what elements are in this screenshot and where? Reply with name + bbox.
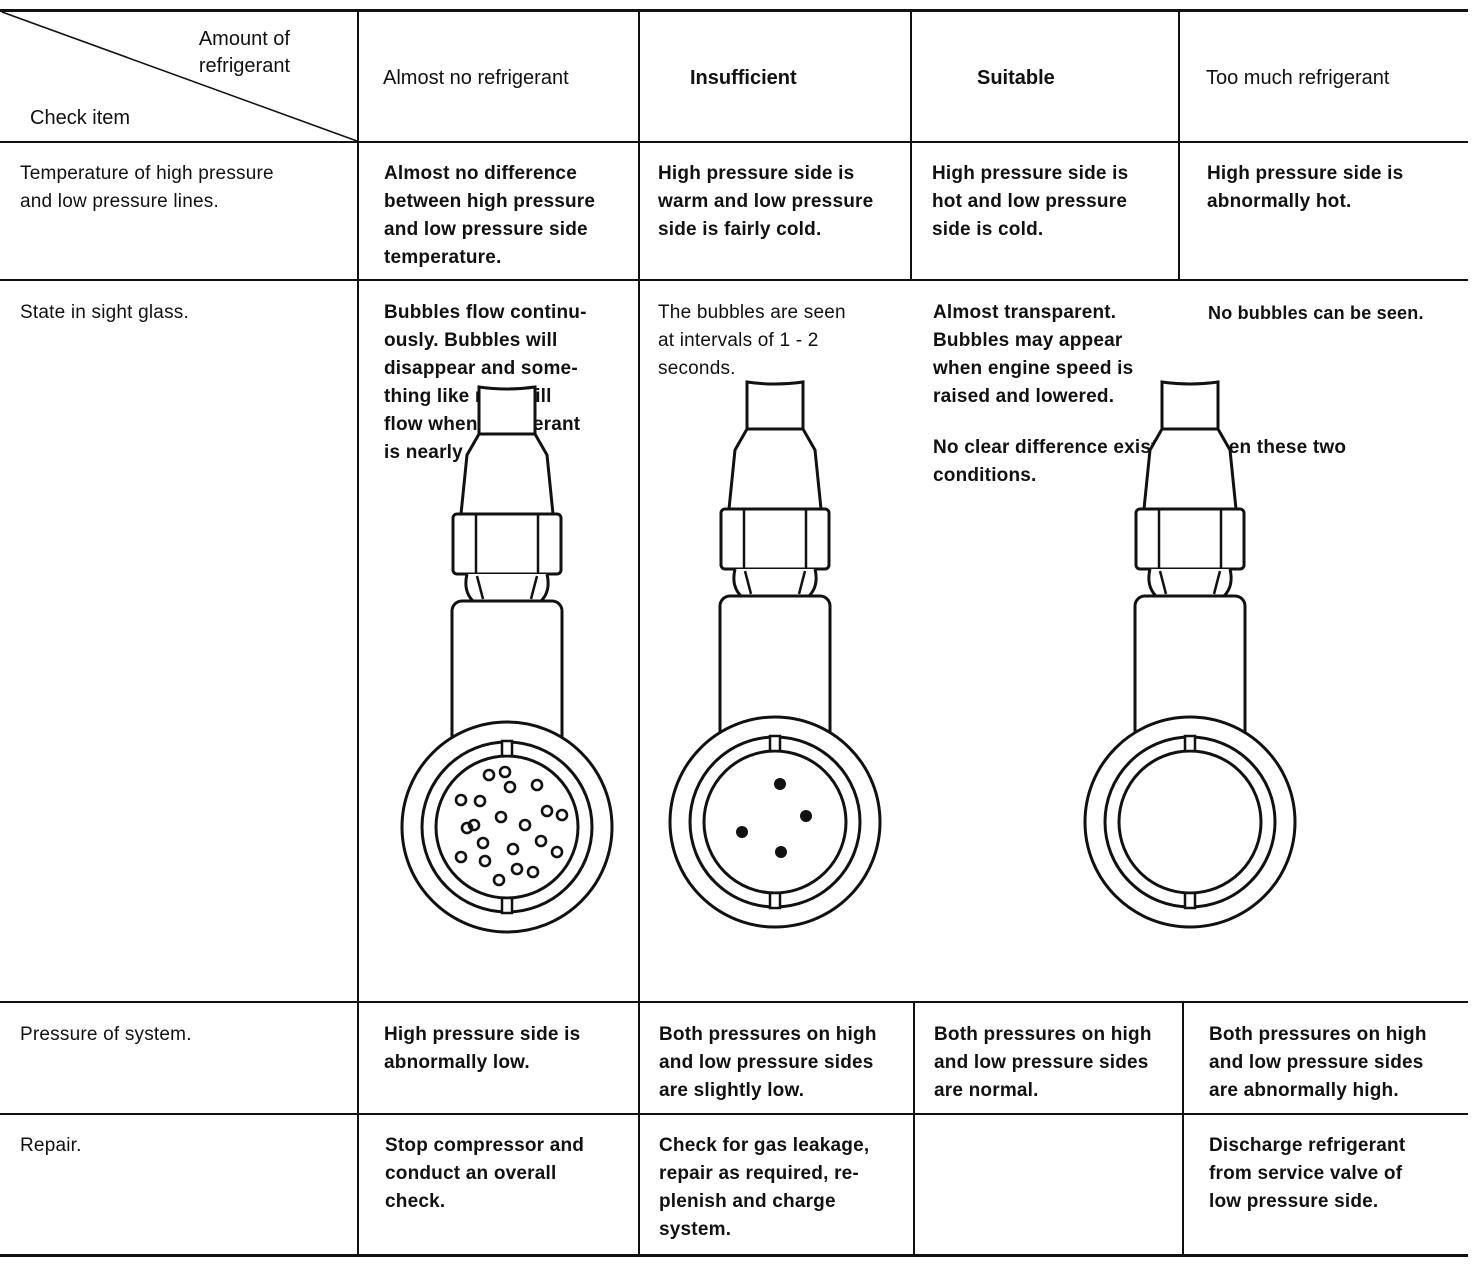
sight-glass-clear-icon xyxy=(1083,380,1297,929)
column-header-almost-no: Almost no refrigerant xyxy=(383,67,569,89)
cell-pressure-insufficient: Both pressures on high and low pressure … xyxy=(659,1024,877,1101)
column-header-too-much: Too much refrigerant xyxy=(1206,67,1390,89)
column-rule-1 xyxy=(357,10,359,1256)
row-label-pressure: Pressure of system. xyxy=(20,1024,192,1045)
header-check-item-label: Check item xyxy=(30,107,131,129)
cell-temperature-too-much: High pressure side is abnormally hot. xyxy=(1207,163,1404,212)
row-label-temperature: Temperature of high pressure and low pre… xyxy=(20,163,274,212)
column-rule-3a xyxy=(910,10,912,281)
table-top-rule xyxy=(0,9,1468,12)
column-rule-4a xyxy=(1178,10,1180,281)
cell-temperature-insufficient: High pressure side is warm and low press… xyxy=(658,163,874,240)
cell-repair-too-much: Discharge refrigerant from service valve… xyxy=(1209,1135,1406,1212)
column-header-insufficient: Insufficient xyxy=(690,67,797,89)
row-rule-temperature xyxy=(0,279,1468,281)
column-rule-2 xyxy=(638,10,640,1256)
cell-sight-glass-too-much: No bubbles can be seen. xyxy=(1208,303,1424,323)
row-rule-sight-glass xyxy=(0,1001,1468,1003)
cell-pressure-too-much: Both pressures on high and low pressure … xyxy=(1209,1024,1427,1101)
row-label-sight-glass: State in sight glass. xyxy=(20,302,189,323)
cell-temperature-almost-no: Almost no difference between high pressu… xyxy=(384,163,596,268)
row-label-repair: Repair. xyxy=(20,1135,82,1156)
cell-sight-glass-insufficient: The bubbles are seen at intervals of 1 -… xyxy=(658,302,846,379)
cell-temperature-suitable: High pressure side is hot and low pressu… xyxy=(932,163,1129,240)
cell-pressure-suitable: Both pressures on high and low pressure … xyxy=(934,1024,1152,1101)
row-rule-pressure xyxy=(0,1113,1468,1115)
header-bottom-rule xyxy=(0,141,1468,143)
table-bottom-rule xyxy=(0,1254,1468,1257)
cell-sight-glass-suitable: Almost transparent. Bubbles may appear w… xyxy=(933,302,1134,407)
cell-repair-almost-no: Stop compressor and conduct an overall c… xyxy=(385,1135,585,1212)
column-rule-4b xyxy=(1182,1001,1184,1256)
column-header-suitable: Suitable xyxy=(977,67,1055,89)
sight-glass-many-bubbles-icon xyxy=(400,385,614,934)
cell-repair-insufficient: Check for gas leakage, repair as require… xyxy=(659,1135,870,1240)
sight-glass-few-bubbles-icon xyxy=(668,380,882,929)
column-rule-3b xyxy=(913,1001,915,1256)
header-amount-label: Amount of refrigerant xyxy=(198,28,290,77)
cell-pressure-almost-no: High pressure side is abnormally low. xyxy=(384,1024,581,1073)
